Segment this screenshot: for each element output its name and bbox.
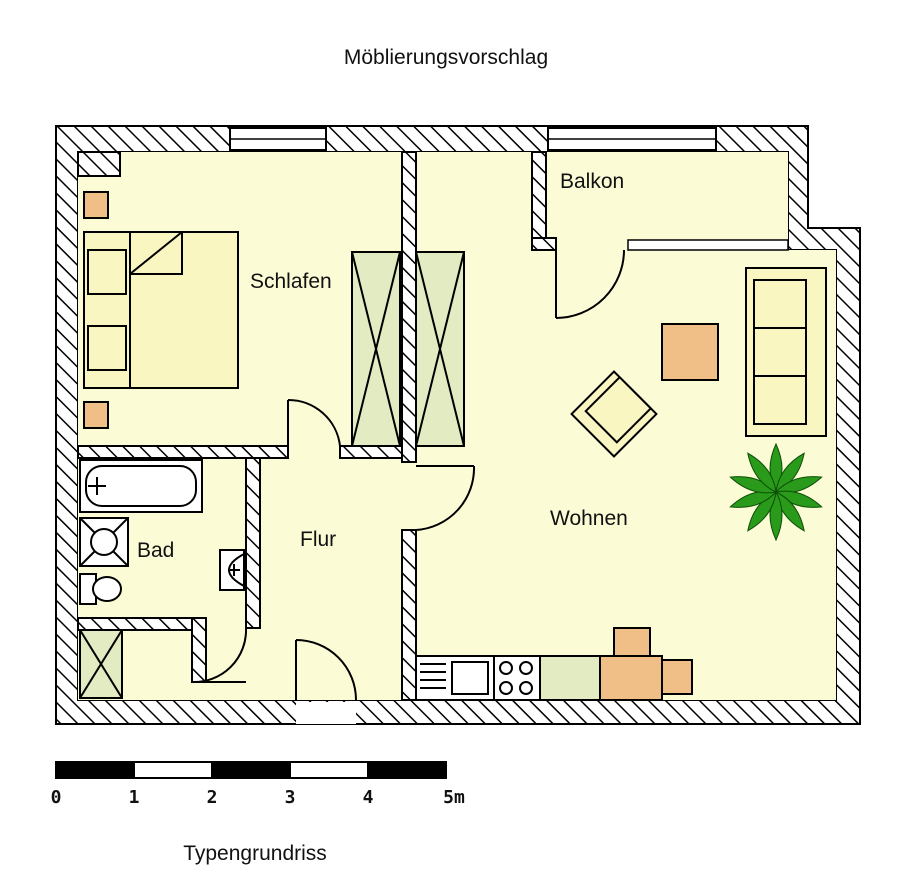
nightstand-bottom — [83, 401, 109, 429]
dining-table — [599, 627, 693, 701]
scale-bar — [55, 761, 447, 779]
toilet — [79, 573, 122, 605]
scale-tick-label: 1 — [129, 787, 140, 808]
coffee-table — [661, 323, 719, 381]
room-label-schlafen: Schlafen — [250, 270, 332, 293]
shower-tray — [79, 517, 129, 567]
scale-segment — [289, 761, 369, 779]
scale-segment — [367, 761, 447, 779]
plant-leaf — [747, 452, 777, 493]
windows — [229, 127, 789, 251]
stove — [493, 655, 541, 701]
scale-segment — [55, 761, 135, 779]
nightstand-top — [83, 191, 109, 219]
bathtub — [79, 459, 203, 513]
washbasin — [219, 549, 245, 591]
plan-caption: Typengrundriss — [183, 842, 327, 865]
doors — [191, 249, 625, 701]
scale-segment — [133, 761, 213, 779]
scale-tick-label: 5m — [443, 787, 465, 808]
wardrobes — [351, 251, 465, 447]
kitchen-counter — [539, 655, 601, 701]
inner-walls — [77, 151, 557, 701]
plan-title: Möblierungsvorschlag — [344, 46, 548, 69]
sofa — [745, 267, 827, 437]
kitchen-sink — [415, 655, 495, 701]
bed — [83, 231, 239, 389]
room-label-flur: Flur — [300, 528, 336, 551]
cabinet-bad — [79, 629, 123, 699]
plant-icon — [729, 442, 823, 542]
entrance-opening — [296, 702, 356, 724]
scale-tick-label: 2 — [207, 787, 218, 808]
scale-tick-label: 4 — [363, 787, 374, 808]
scale-tick-label: 0 — [51, 787, 62, 808]
scale-tick-labels: 0 1 2 3 4 5m — [51, 787, 465, 808]
scale-tick-label: 3 — [285, 787, 296, 808]
room-label-wohnen: Wohnen — [550, 507, 628, 530]
room-label-bad: Bad — [137, 539, 174, 562]
armchair — [570, 370, 658, 458]
room-label-balkon: Balkon — [560, 170, 624, 193]
scale-segment — [211, 761, 291, 779]
